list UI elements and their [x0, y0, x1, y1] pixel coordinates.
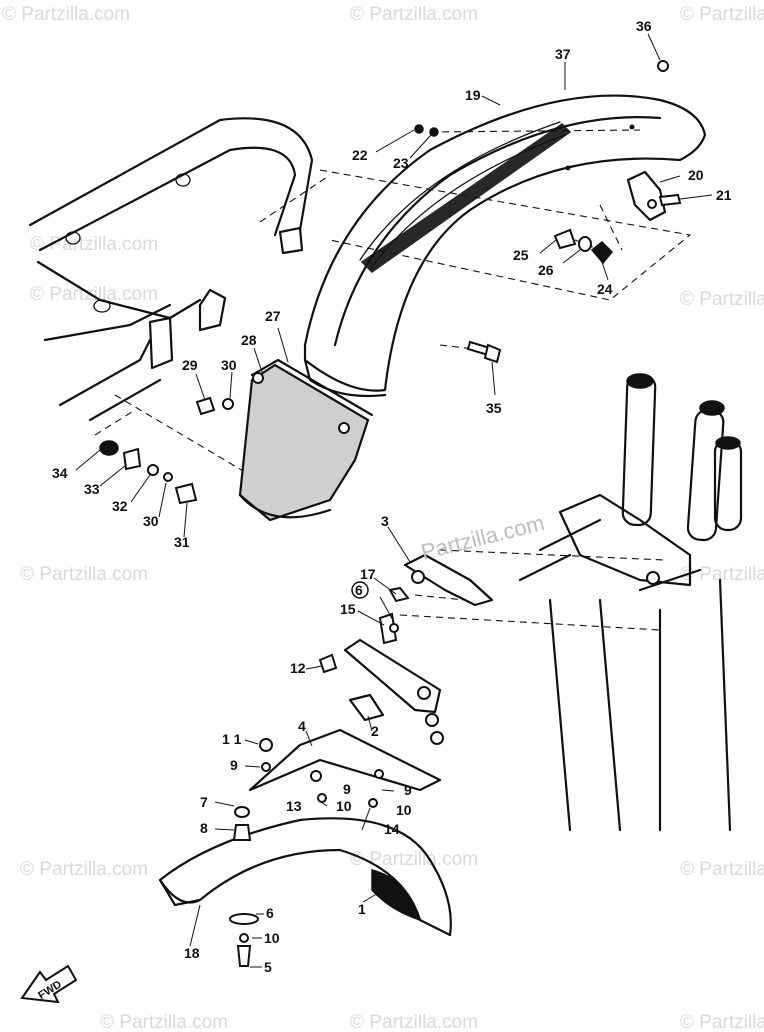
front-fender: [158, 806, 452, 967]
callout-31: 31: [174, 534, 190, 550]
callout-labels: 36 37 19 22 23 20 21 25 26 24 27 28 29 3…: [52, 18, 732, 975]
callout-3: 3: [381, 513, 389, 529]
callout-35: 35: [486, 400, 502, 416]
leader-lines: [75, 33, 713, 968]
watermarks: © Partzilla.com © Partzilla.com © Partzi…: [2, 4, 764, 1032]
callout-10c: 10: [264, 930, 280, 946]
callout-36: 36: [636, 18, 652, 34]
callout-28: 28: [241, 332, 257, 348]
callout-34: 34: [52, 465, 68, 481]
watermark: © Partzilla.com: [680, 4, 764, 25]
watermark: © Partzilla.com: [680, 289, 764, 310]
callout-14: 14: [384, 821, 400, 837]
watermark: © Partzilla.com: [30, 284, 158, 305]
callout-29: 29: [182, 357, 198, 373]
callout-5: 5: [264, 959, 272, 975]
callout-30a: 30: [221, 357, 237, 373]
watermark: © Partzilla.com: [350, 1012, 478, 1032]
hardware-29-30: [195, 396, 234, 416]
watermark: © Partzilla.com: [2, 4, 130, 25]
bolt-35: [466, 340, 502, 364]
callout-7: 7: [200, 794, 208, 810]
callout-10a: 10: [336, 798, 352, 814]
callout-9b: 9: [343, 781, 351, 797]
rear-fender: [303, 94, 707, 398]
watermark: © Partzilla.com: [100, 1012, 228, 1032]
front-stays: [248, 553, 494, 808]
callout-20: 20: [688, 167, 704, 183]
callout-6: 6: [266, 905, 274, 921]
callout-17: 17: [360, 566, 376, 582]
forward-arrow-icon: FWD: [20, 964, 78, 1004]
watermark: © Partzilla.com: [350, 849, 478, 870]
callout-15: 15: [340, 601, 356, 617]
callout-26: 26: [538, 262, 554, 278]
callout-1: 1: [358, 901, 366, 917]
front-fork: [518, 373, 743, 832]
callout-19: 19: [465, 87, 481, 103]
callout-22: 22: [352, 147, 368, 163]
watermark: © Partzilla.com: [350, 4, 478, 25]
mud-flap: [238, 358, 374, 522]
callout-12: 12: [290, 660, 306, 676]
callout-10b: 10: [396, 802, 412, 818]
callout-21: 21: [716, 187, 732, 203]
rear-bracket: [414, 60, 682, 265]
callout-13: 13: [286, 798, 302, 814]
callout-6-circled: 6: [355, 582, 363, 598]
callout-2: 2: [371, 723, 379, 739]
callout-24: 24: [597, 281, 613, 297]
callout-27: 27: [265, 308, 281, 324]
watermark: © Partzilla.com: [680, 859, 764, 880]
callout-11: 1 1: [222, 731, 242, 747]
callout-23: 23: [393, 155, 409, 171]
watermark: © Partzilla.com: [20, 564, 148, 585]
frame-rail: [28, 117, 314, 422]
callout-9c: 9: [404, 782, 412, 798]
callout-32: 32: [112, 498, 128, 514]
watermark: © Partzilla.com: [680, 564, 764, 585]
leader-dashes: [94, 129, 692, 631]
callout-9a: 9: [230, 757, 238, 773]
callout-33: 33: [84, 481, 100, 497]
callout-30b: 30: [143, 513, 159, 529]
callout-25: 25: [513, 247, 529, 263]
callout-8: 8: [200, 820, 208, 836]
callout-37: 37: [555, 46, 571, 62]
watermark-center: Partzilla.com: [419, 510, 547, 565]
callout-4: 4: [298, 718, 306, 734]
hardware-31-34: [99, 440, 198, 505]
watermark: © Partzilla.com: [680, 1012, 764, 1032]
watermark: © Partzilla.com: [20, 859, 148, 880]
callout-18: 18: [184, 945, 200, 961]
